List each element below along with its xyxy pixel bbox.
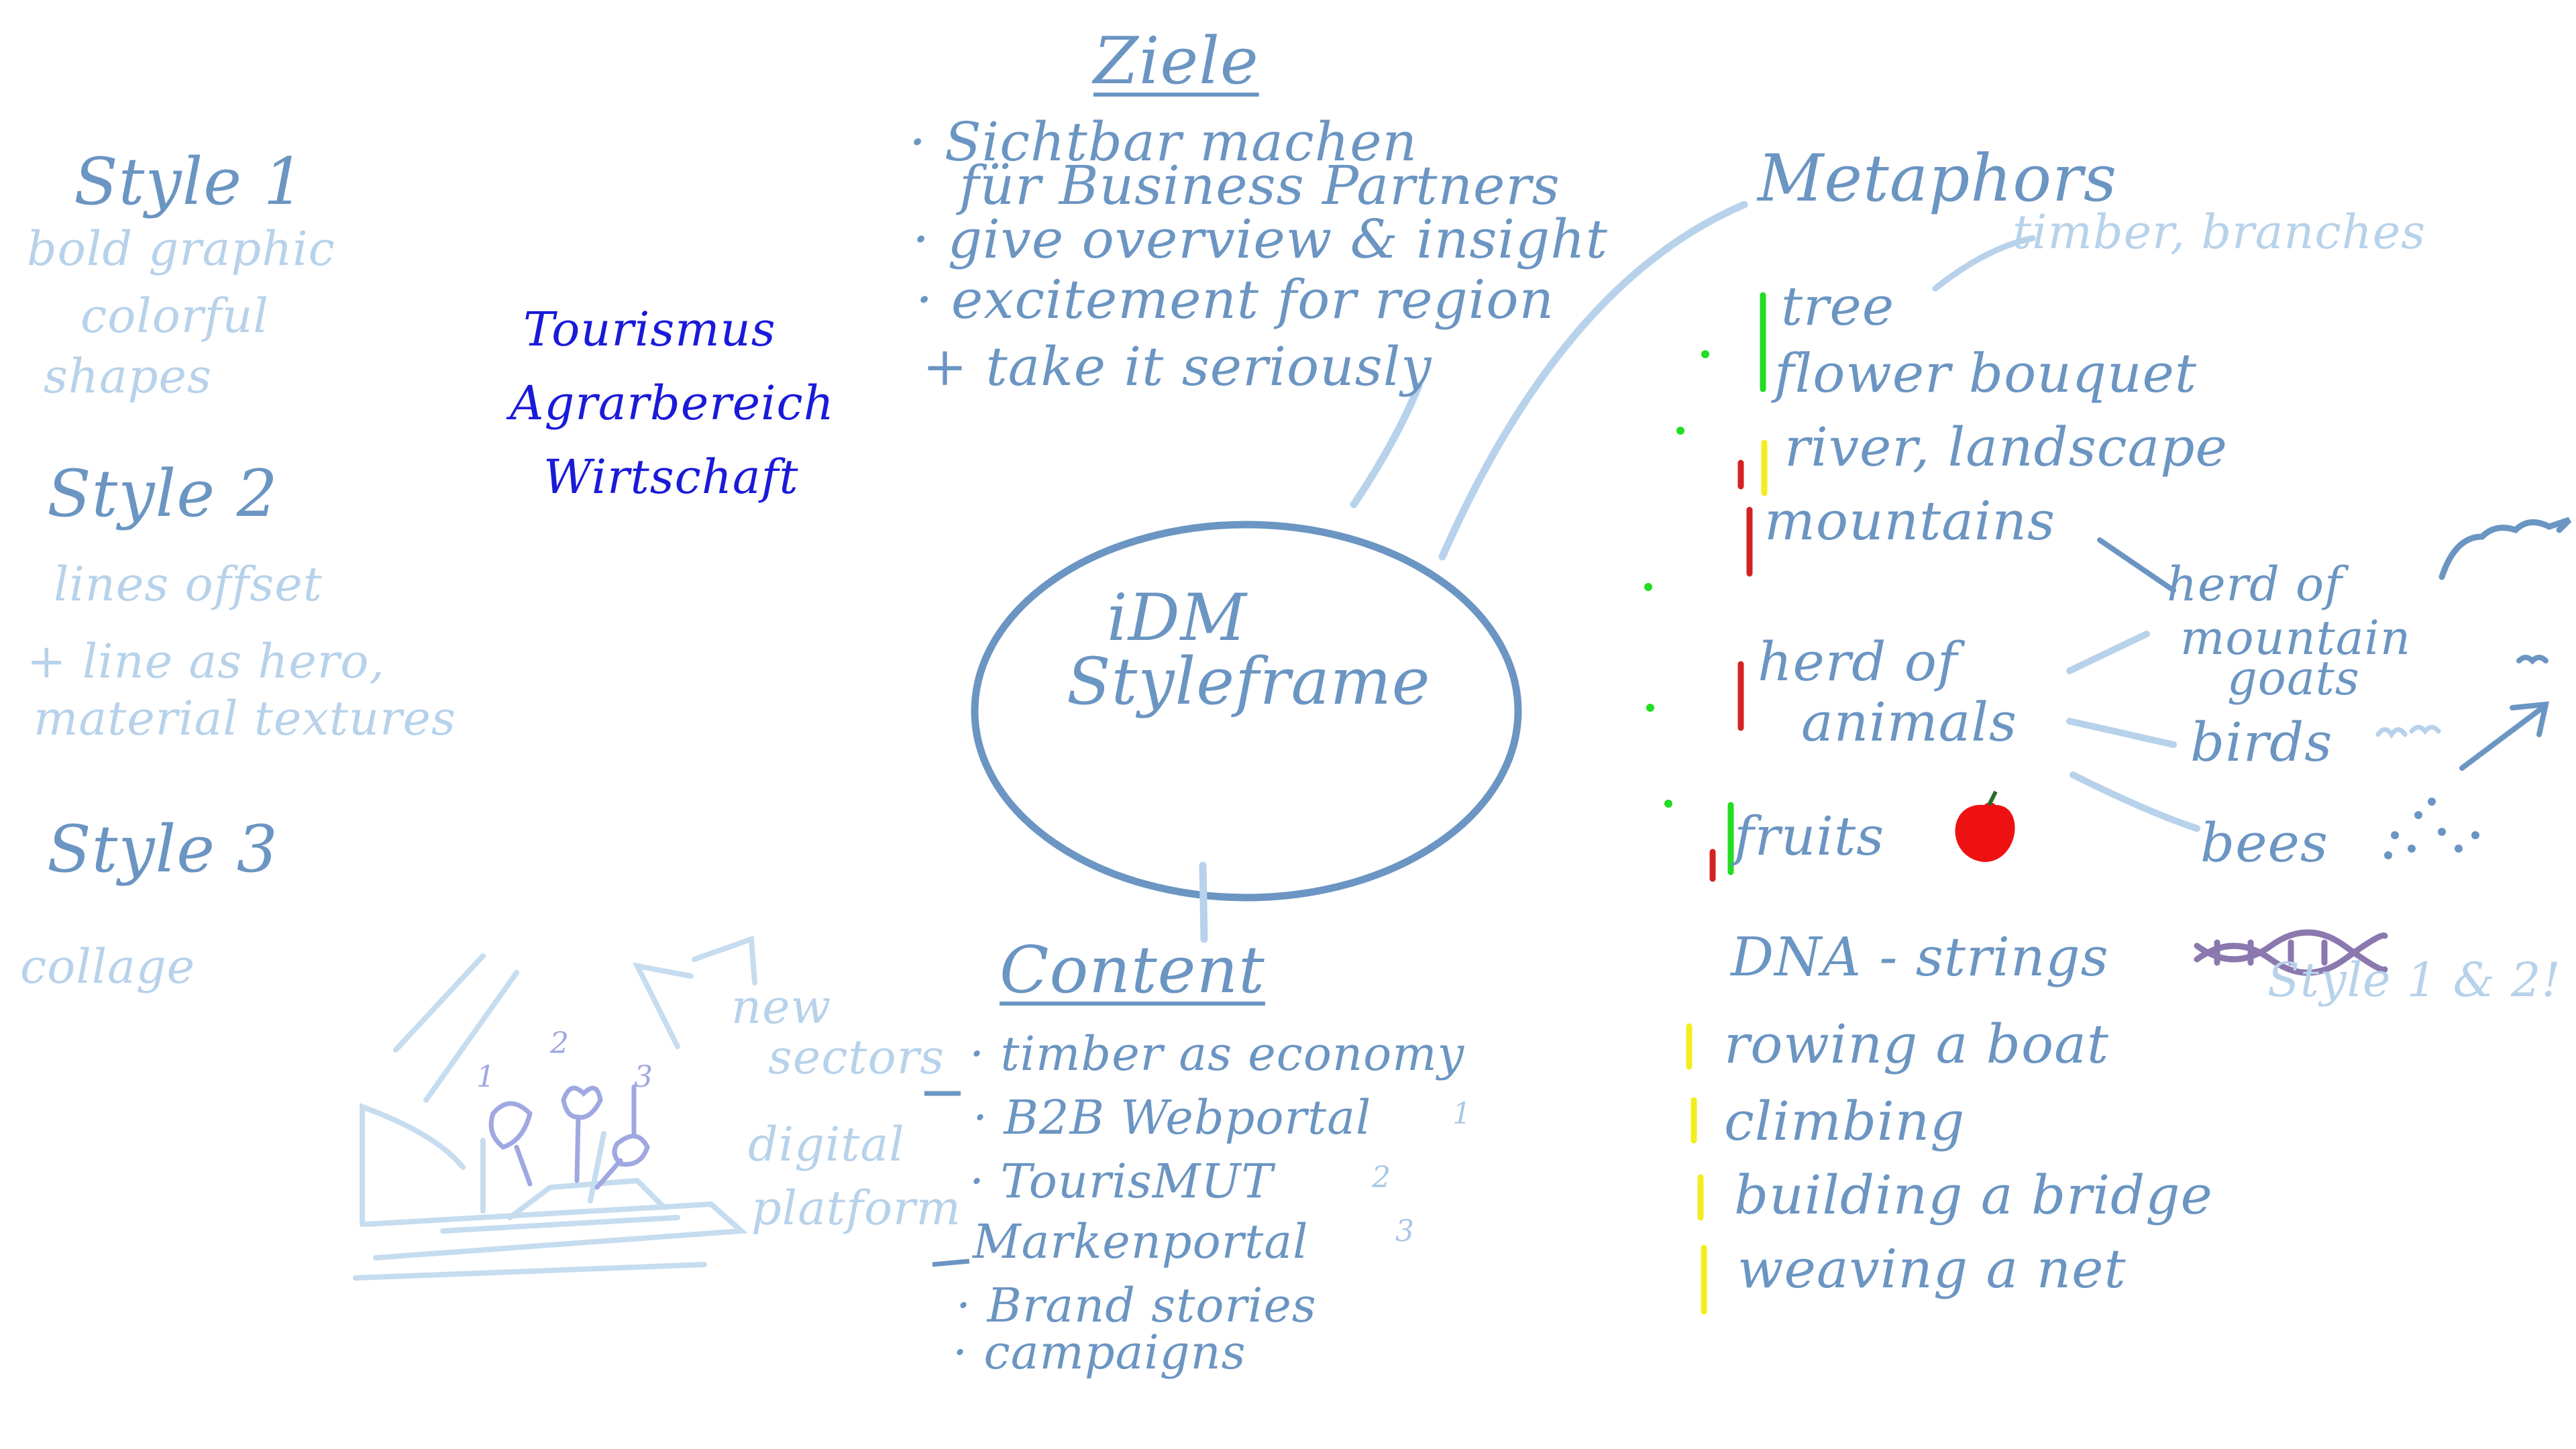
- metaphor-item: mountains: [1764, 490, 2056, 552]
- content-number: 3: [1395, 1214, 1415, 1248]
- content-item: · campaigns: [953, 1325, 1246, 1380]
- sketch-number: 3: [634, 1060, 653, 1094]
- content-heading: Content: [1000, 932, 1265, 1008]
- style-1-note: shapes: [44, 349, 212, 404]
- connector-ziele: [1350, 382, 1423, 508]
- style-2-note: + line as hero,: [27, 634, 385, 689]
- connector-animals-goats: [2066, 631, 2150, 674]
- content-item: Markenportal: [973, 1214, 1309, 1269]
- connector-content: [1199, 861, 1208, 943]
- style-3-title: Style 3: [47, 812, 278, 887]
- flower-sketch: [488, 1084, 650, 1190]
- metaphor-item: tree: [1781, 275, 1895, 337]
- content-marker-2: [932, 1258, 970, 1267]
- sketch-number: 2: [550, 1026, 570, 1061]
- content-item: · B2B Webportal: [973, 1090, 1372, 1145]
- priority-markers: [1644, 292, 1768, 1315]
- side-note: platform: [751, 1181, 961, 1236]
- connector-animals-birds: [2066, 718, 2177, 748]
- metaphor-item: herd of: [1758, 631, 1958, 693]
- side-note: sectors: [768, 1030, 945, 1085]
- metaphor-item: animals: [1801, 691, 2017, 753]
- ziele-item: · excitement for region: [916, 268, 1555, 331]
- center-title-line1: iDM: [1107, 580, 1247, 655]
- metaphors-heading: Metaphors: [1758, 141, 2118, 216]
- bees-icon: [2384, 798, 2479, 859]
- center-title-line2: Styleframe: [1067, 644, 1431, 719]
- apple-icon: [1955, 790, 2015, 862]
- content-item: · timber as economy: [969, 1026, 1465, 1081]
- connector-metaphors: [1438, 201, 1748, 561]
- platform-sketch: [353, 935, 757, 1281]
- metaphor-item: rowing a boat: [1724, 1013, 2109, 1075]
- content-number: 1: [1452, 1097, 1472, 1131]
- center-ellipse: [971, 521, 1522, 902]
- style-2-note: lines offset: [54, 557, 323, 612]
- metaphor-item: flower bouquet: [1774, 342, 2197, 405]
- ziele-item: · Sichtbar machen: [909, 111, 1418, 173]
- sketch-number: 1: [476, 1060, 496, 1094]
- ziele-heading: Ziele: [1093, 23, 1259, 99]
- metaphor-subitem: herd of: [2167, 557, 2343, 612]
- metaphor-item: fruits: [1734, 805, 1885, 867]
- style-3-note: collage: [20, 939, 196, 994]
- connector-animals-bees: [2070, 771, 2200, 832]
- metaphor-subitem: goats: [2227, 651, 2360, 706]
- content-item: · TourisMUT: [969, 1154, 1274, 1209]
- connector-mountains-goats: [2097, 537, 2176, 593]
- bird-arrow-icon: [2459, 655, 2550, 771]
- side-note: new: [731, 979, 832, 1034]
- sector-item: Agrarbereich: [510, 376, 835, 431]
- style-1-note: colorful: [80, 288, 269, 343]
- metaphor-item: building a bridge: [1734, 1164, 2213, 1226]
- style-note: Style 1 & 2!: [2267, 953, 2561, 1008]
- dna-icon: [2194, 929, 2388, 976]
- ziele-item: · give overview & insight: [912, 208, 1608, 270]
- ziele-item: + take it seriously: [922, 335, 1432, 398]
- style-1-title: Style 1: [74, 144, 305, 219]
- ziele-item: für Business Partners: [959, 154, 1560, 217]
- metaphor-item: DNA - strings: [1731, 926, 2109, 988]
- metaphor-subitem: bees: [2200, 812, 2328, 874]
- sector-item: Wirtschaft: [543, 449, 799, 504]
- content-number: 2: [1372, 1161, 1391, 1195]
- sector-item: Tourismus: [523, 302, 776, 357]
- style-2-title: Style 2: [47, 456, 278, 531]
- metaphor-item: weaving a net: [1737, 1238, 2127, 1300]
- metaphor-subitem: mountain: [2180, 610, 2412, 665]
- metaphor-item: river, landscape: [1784, 416, 2228, 478]
- side-note: digital: [748, 1117, 905, 1172]
- connector-tree-note: [1932, 235, 2036, 292]
- birds-icon: [2375, 724, 2441, 739]
- metaphor-item: climbing: [1724, 1090, 1966, 1152]
- content-item: · Brand stories: [956, 1278, 1317, 1333]
- metaphors-note: timber, branches: [2012, 205, 2426, 260]
- style-2-note: material textures: [34, 691, 456, 746]
- metaphor-subitem: birds: [2190, 711, 2333, 773]
- goat-icon: [2438, 517, 2572, 580]
- style-1-note: bold graphic: [27, 221, 335, 276]
